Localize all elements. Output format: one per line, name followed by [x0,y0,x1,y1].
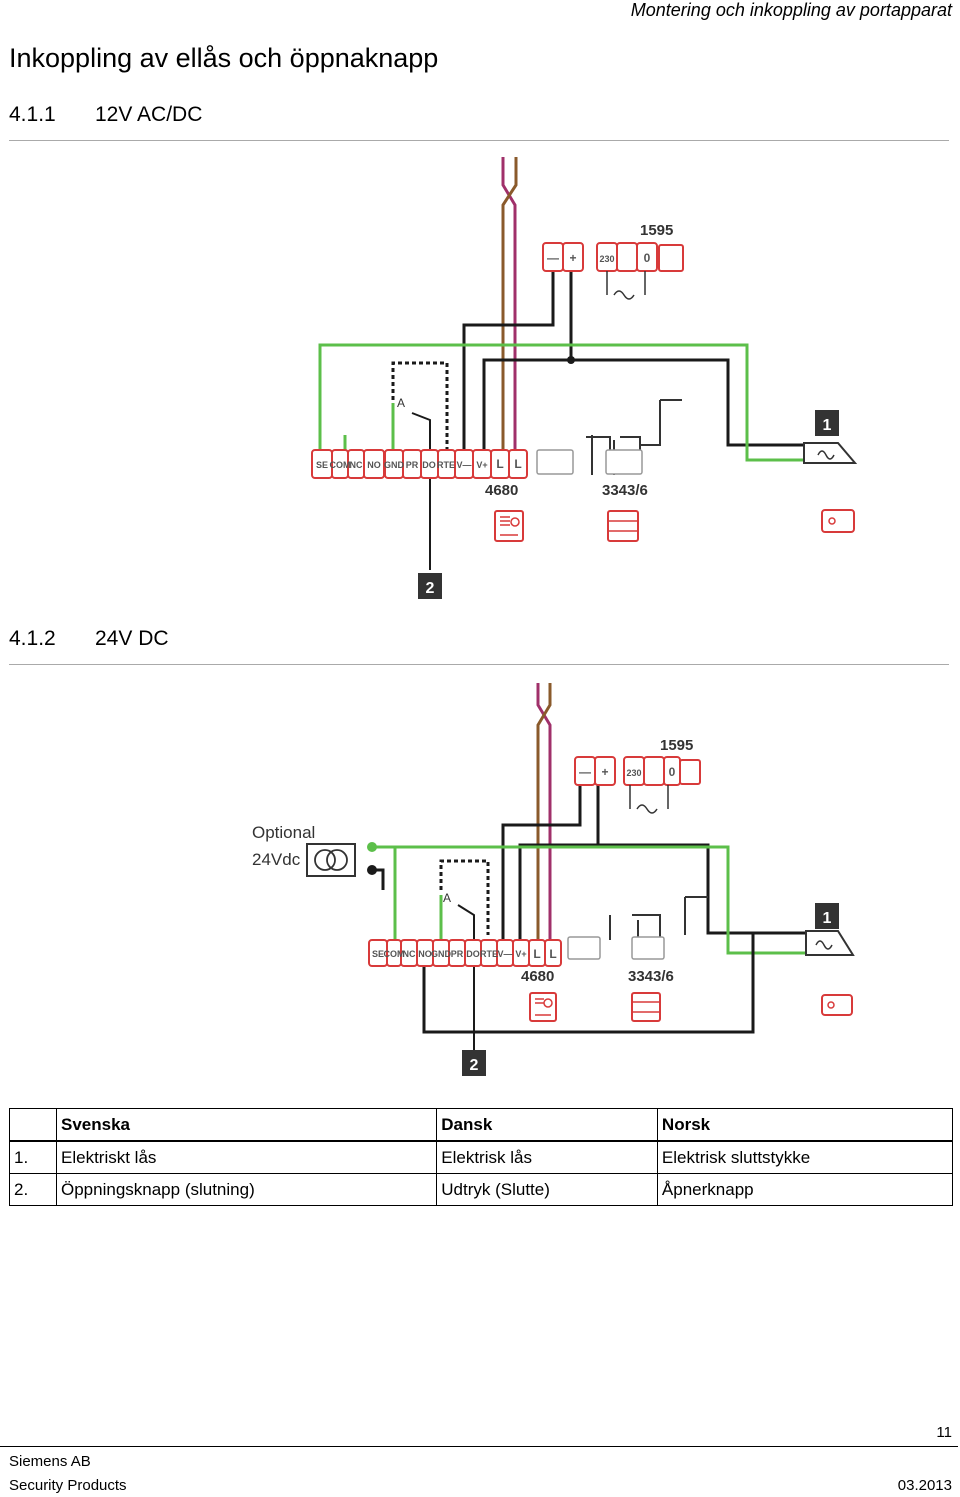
module-4680-icon [529,992,557,1022]
footer-date: 03.2013 [897,1477,952,1494]
pin-rte: RTE [480,949,498,959]
row-number: 1. [9,1140,57,1174]
pin-v-plus: V+ [476,460,487,470]
legend-header-da: Dansk [436,1108,658,1142]
pin-no: NO [367,460,381,470]
module-label-4680: 4680 [485,482,518,499]
pin-rte: RTE [437,460,455,470]
pin-v-minus: V— [456,460,471,470]
module-3343: 3343/6 [567,936,674,1022]
svg-text:A: A [443,891,451,905]
pin-gnd: GND [384,460,405,470]
table-row: 2. Öppningsknapp (slutning) Udtryk (Slut… [9,1173,954,1206]
psu-pin-0: 0 [669,765,676,779]
module-label-1595: 1595 [640,222,673,239]
pin-se: SE [372,949,384,959]
page-number: 11 [936,1424,952,1441]
footer-divider [0,1446,958,1447]
pin-pr: PR [406,460,419,470]
running-header: Montering och inkoppling av portapparat [630,0,952,20]
pin-do: DO [466,949,480,959]
svg-text:1: 1 [823,910,832,927]
psu-pin-230: 230 [626,768,641,778]
footer-company: Siemens AB [9,1453,91,1470]
pin-l2: L [549,947,556,961]
svg-text:2: 2 [470,1057,479,1074]
psu-pin-230: 230 [599,254,614,264]
section-title: 24V DC [95,627,169,650]
svg-text:1: 1 [823,417,832,434]
psu-pin-minus: — [579,765,591,779]
pin-nc: NC [403,949,416,959]
wiring-diagram-12v: A — + 230 0 1595 SE COM NC NO GND P [311,157,858,599]
module-4680-icon [494,510,524,542]
terminal-block-4680: SE COM NC NO GND PR DO RTE V— V+ L L 468… [311,449,528,542]
psu-pin-plus: + [601,765,608,779]
pin-com: COM [384,949,405,959]
section-heading-1: 4.1.1 12V AC/DC [9,103,202,127]
legend-header-num [9,1108,57,1142]
psu-pin-plus: + [569,251,576,265]
marker-2: 2 [418,573,442,599]
module-3343: 3343/6 [536,449,648,542]
cell-sv: Öppningsknapp (slutning) [55,1173,438,1206]
svg-text:A: A [397,396,405,410]
module-label-1595: 1595 [660,737,693,754]
section-title: 12V AC/DC [95,103,203,126]
marker-2: 2 [462,1050,486,1076]
pin-l1: L [496,457,503,471]
section-divider [9,664,949,665]
pin-nc: NC [350,460,363,470]
table-row: 1. Elektriskt lås Elektrisk lås Elektris… [9,1140,954,1174]
legend-header-row: Svenska Dansk Norsk [9,1108,954,1142]
marker-1: 1 [815,903,839,929]
legend-header-sv: Svenska [55,1108,438,1142]
marker-1: 1 [815,410,839,436]
cell-da: Udtryk (Slutte) [436,1173,658,1206]
module-3343-icon [631,992,661,1022]
psu-pin-0: 0 [644,251,651,265]
section-divider [9,140,949,141]
svg-text:2: 2 [426,580,435,597]
pin-se: SE [316,460,328,470]
pin-no: NO [418,949,432,959]
optional-voltage: 24Vdc [252,850,301,869]
psu-1595: — + 230 0 1595 [542,222,684,300]
wiring-diagram-24v: A Optional 24Vdc — + 230 0 1595 [252,683,855,1076]
row-number: 2. [9,1173,57,1206]
module-3343-icon [607,510,639,542]
electric-lock [805,930,855,1016]
lock-icon [821,994,853,1016]
pin-l2: L [514,457,521,471]
section-heading-2: 4.1.2 24V DC [9,627,169,651]
module-label-3343: 3343/6 [628,968,674,985]
pin-v-plus: V+ [515,949,526,959]
pin-do: DO [422,460,436,470]
optional-24v-source: Optional 24Vdc [252,823,356,877]
terminal-block-4680: SE COM NC NO GND PR DO RTE V— V+ L L 468… [368,939,562,1022]
cell-da: Elektrisk lås [436,1140,658,1174]
page-title: Inkoppling av ellås och öppnaknapp [9,43,439,73]
pin-gnd: GND [431,949,452,959]
pin-com: COM [330,460,351,470]
optional-label: Optional [252,823,315,842]
pin-l1: L [533,947,540,961]
electric-lock [803,442,858,533]
psu-1595: — + 230 0 1595 [574,737,701,814]
legend-header-no: Norsk [656,1108,954,1142]
module-label-4680: 4680 [521,968,554,985]
psu-pin-minus: — [547,251,559,265]
cell-sv: Elektriskt lås [55,1140,438,1174]
pin-pr: PR [451,949,464,959]
lock-icon [821,509,855,533]
pin-v-minus: V— [497,949,512,959]
cell-no: Åpnerknapp [656,1173,954,1206]
footer-division: Security Products [9,1477,127,1494]
section-number: 4.1.2 [9,627,56,650]
cell-no: Elektrisk sluttstykke [656,1140,954,1174]
module-label-3343: 3343/6 [602,482,648,499]
legend-table: Svenska Dansk Norsk 1. Elektriskt lås El… [9,1108,954,1206]
section-number: 4.1.1 [9,103,56,126]
